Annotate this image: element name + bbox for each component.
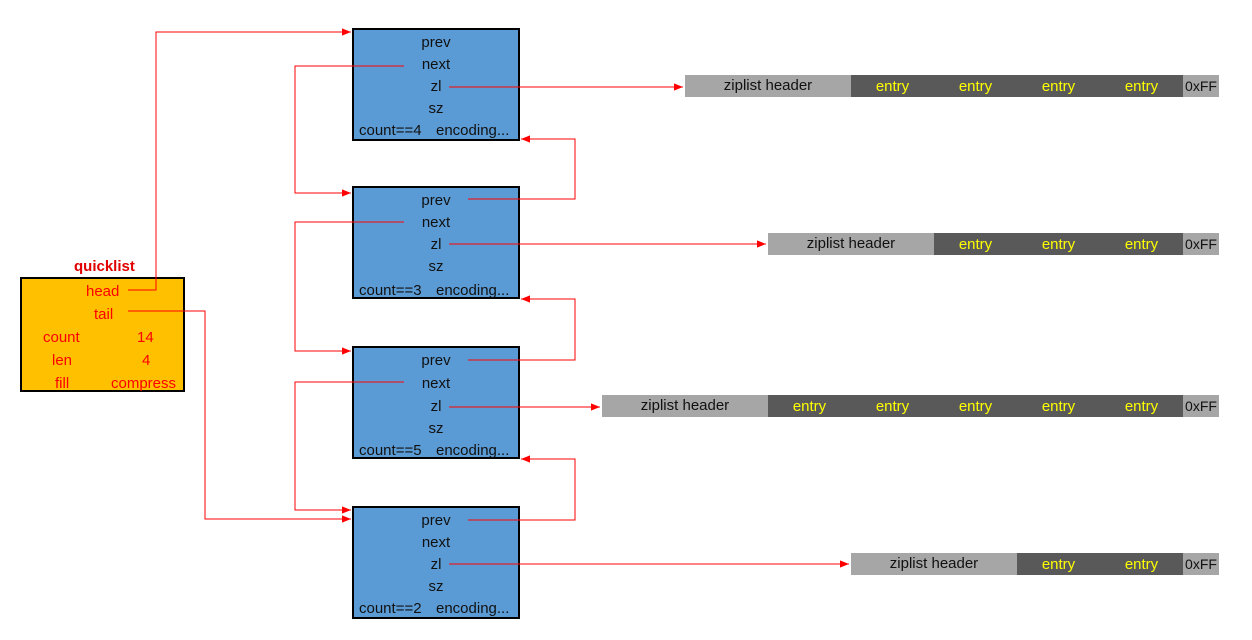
ziplist-entry: entry: [1017, 75, 1100, 97]
quicklist-count-value: 14: [137, 329, 154, 346]
quicklist-len-value: 4: [142, 352, 151, 369]
ziplist-3: ziplist header entry entry entry entry e…: [602, 395, 1219, 417]
ziplist-header: ziplist header: [602, 395, 768, 417]
node-sz-field: sz: [428, 100, 444, 117]
quicklist-count-label: count: [43, 329, 80, 346]
quicklist-fill-label: fill: [55, 375, 70, 392]
ziplist-entry: entry: [1100, 233, 1183, 255]
quicklist-node-4: prev next zl sz count==2 encoding...: [352, 506, 520, 619]
ziplist-entry: entry: [1100, 553, 1183, 575]
node-encoding-field: encoding...: [436, 600, 510, 617]
ziplist-entry: entry: [768, 395, 851, 417]
ziplist-end-marker: 0xFF: [1183, 553, 1219, 575]
ziplist-end-marker: 0xFF: [1183, 233, 1219, 255]
node-next-field: next: [421, 214, 451, 231]
node-prev-field: prev: [421, 192, 451, 209]
node-sz-field: sz: [428, 578, 444, 595]
node-zl-field: zl: [430, 236, 442, 253]
ziplist-entry: entry: [1100, 75, 1183, 97]
ziplist-entry: entry: [1100, 395, 1183, 417]
node-prev-field: prev: [421, 512, 451, 529]
ziplist-entry: entry: [934, 395, 1017, 417]
ziplist-2: ziplist header entry entry entry 0xFF: [768, 233, 1219, 255]
node-encoding-field: encoding...: [436, 442, 510, 459]
ziplist-header: ziplist header: [851, 553, 1017, 575]
node-next-field: next: [421, 56, 451, 73]
ziplist-entry: entry: [1017, 395, 1100, 417]
node-count-field: count==3: [359, 282, 422, 299]
ziplist-end-marker: 0xFF: [1183, 75, 1219, 97]
node-count-field: count==4: [359, 122, 422, 139]
ziplist-entry: entry: [934, 233, 1017, 255]
ziplist-header: ziplist header: [685, 75, 851, 97]
node-encoding-field: encoding...: [436, 122, 510, 139]
quicklist-node-2: prev next zl sz count==3 encoding...: [352, 186, 520, 299]
ziplist-1: ziplist header entry entry entry entry 0…: [685, 75, 1219, 97]
quicklist-title: quicklist: [74, 258, 135, 275]
ziplist-entry: entry: [1017, 233, 1100, 255]
node-zl-field: zl: [430, 398, 442, 415]
quicklist-struct: head tail count 14 len 4 fill compress: [20, 277, 185, 392]
quicklist-head-field: head: [86, 283, 120, 300]
quicklist-len-label: len: [52, 352, 73, 369]
node-prev-field: prev: [421, 34, 451, 51]
node-count-field: count==2: [359, 600, 422, 617]
node-encoding-field: encoding...: [436, 282, 510, 299]
node-next-field: next: [421, 534, 451, 551]
ziplist-entry: entry: [851, 395, 934, 417]
ziplist-entry: entry: [934, 75, 1017, 97]
ziplist-entry: entry: [851, 75, 934, 97]
node-sz-field: sz: [428, 420, 444, 437]
node-count-field: count==5: [359, 442, 422, 459]
ziplist-end-marker: 0xFF: [1183, 395, 1219, 417]
ziplist-4: ziplist header entry entry 0xFF: [851, 553, 1219, 575]
quicklist-tail-field: tail: [94, 306, 114, 323]
ziplist-header: ziplist header: [768, 233, 934, 255]
quicklist-compress-label: compress: [111, 375, 177, 392]
node-sz-field: sz: [428, 258, 444, 275]
quicklist-node-3: prev next zl sz count==5 encoding...: [352, 346, 520, 459]
node-next-field: next: [421, 375, 451, 392]
quicklist-node-1: prev next zl sz count==4 encoding...: [352, 28, 520, 141]
node-prev-field: prev: [421, 352, 451, 369]
head-pointer-arrow: [128, 28, 351, 291]
node-zl-field: zl: [430, 78, 442, 95]
ziplist-entry: entry: [1017, 553, 1100, 575]
node-zl-field: zl: [430, 556, 442, 573]
